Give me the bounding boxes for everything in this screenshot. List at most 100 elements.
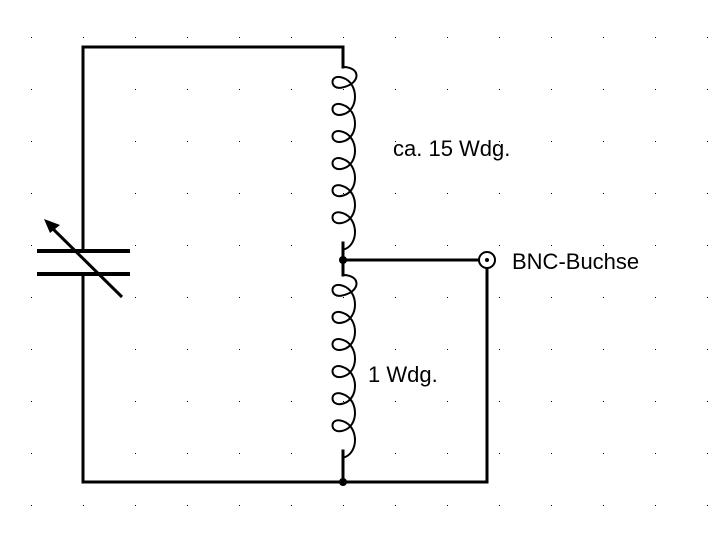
grid-dot <box>291 245 292 246</box>
junction-ground <box>339 478 347 486</box>
grid-dot <box>291 193 292 194</box>
grid-dot <box>707 245 708 246</box>
grid-dot <box>551 349 552 350</box>
grid-dot <box>291 297 292 298</box>
variable-capacitor <box>37 219 130 299</box>
grid-dot <box>655 193 656 194</box>
variable-arrow-icon <box>44 219 60 233</box>
grid-dot <box>31 141 32 142</box>
grid-dot <box>187 37 188 38</box>
grid-dot <box>447 297 448 298</box>
grid-dot <box>395 141 396 142</box>
grid-dot <box>343 297 344 298</box>
grid-dot <box>291 453 292 454</box>
grid-dot <box>395 89 396 90</box>
grid-dot <box>291 505 292 506</box>
grid-dot <box>135 141 136 142</box>
grid-dot <box>707 89 708 90</box>
wire-capacitor-bottom <box>81 272 345 484</box>
grid-dot <box>551 505 552 506</box>
grid-dot <box>187 141 188 142</box>
grid-dot <box>499 453 500 454</box>
grid-dot <box>499 245 500 246</box>
grid-dot <box>135 505 136 506</box>
grid-dot <box>239 401 240 402</box>
grid-dot <box>291 37 292 38</box>
grid-dot <box>239 505 240 506</box>
grid-dot <box>135 349 136 350</box>
grid-dot <box>655 453 656 454</box>
grid-dot <box>31 453 32 454</box>
grid-dot <box>291 401 292 402</box>
inductor-lower-coil <box>331 274 358 460</box>
grid-dot <box>187 245 188 246</box>
grid-dot <box>447 37 448 38</box>
grid-dot <box>135 245 136 246</box>
grid-dot <box>239 141 240 142</box>
variable-arrow-shaft <box>46 222 124 299</box>
grid-dot <box>447 453 448 454</box>
grid-dot <box>603 453 604 454</box>
grid-dot <box>31 297 32 298</box>
grid-dot <box>707 193 708 194</box>
grid-dot <box>499 141 500 142</box>
junction-tap <box>339 256 347 264</box>
grid-dot <box>499 193 500 194</box>
grid-dot <box>499 37 500 38</box>
label-lower-coil: 1 Wdg. <box>368 362 438 387</box>
grid-dot <box>551 245 552 246</box>
grid-dot <box>395 245 396 246</box>
grid-dot <box>291 141 292 142</box>
grid-dot <box>31 89 32 90</box>
grid-dot <box>603 349 604 350</box>
grid-dot <box>499 401 500 402</box>
grid-dot <box>551 37 552 38</box>
grid-dot <box>31 401 32 402</box>
grid-dot <box>447 349 448 350</box>
grid-dot <box>343 505 344 506</box>
grid-dot <box>395 401 396 402</box>
grid-dot <box>707 505 708 506</box>
grid-dot <box>655 297 656 298</box>
grid-dot <box>187 505 188 506</box>
grid-dot <box>707 141 708 142</box>
grid-dot <box>187 453 188 454</box>
grid-dot <box>291 349 292 350</box>
bnc-connector-pin <box>485 258 489 262</box>
grid-dot <box>551 193 552 194</box>
grid-dot <box>655 37 656 38</box>
grid-dot <box>395 193 396 194</box>
grid-dot <box>83 505 84 506</box>
inductor-upper-coil <box>331 66 358 252</box>
grid-dot <box>551 401 552 402</box>
bnc-connector <box>478 251 496 269</box>
grid-dot <box>603 401 604 402</box>
grid-dot <box>135 453 136 454</box>
grid-dot <box>395 505 396 506</box>
grid-dot <box>499 89 500 90</box>
wire-ground-right <box>341 266 489 484</box>
grid-dot <box>31 193 32 194</box>
grid-dot <box>239 297 240 298</box>
grid-dot <box>603 193 604 194</box>
grid-dot <box>655 349 656 350</box>
grid-dot <box>239 245 240 246</box>
grid-dot <box>239 89 240 90</box>
grid-dot <box>343 89 344 90</box>
grid-dot <box>83 37 84 38</box>
grid-dot <box>707 453 708 454</box>
grid-dot <box>603 297 604 298</box>
grid-dot <box>135 89 136 90</box>
grid-dot <box>135 297 136 298</box>
grid-dot <box>551 141 552 142</box>
grid-dot <box>603 89 604 90</box>
grid-dot <box>603 141 604 142</box>
grid-dot <box>551 297 552 298</box>
grid-dot <box>31 349 32 350</box>
grid-dot <box>447 505 448 506</box>
grid-dot <box>499 297 500 298</box>
grid-dot <box>343 401 344 402</box>
grid-dot <box>187 193 188 194</box>
grid-dot <box>655 89 656 90</box>
